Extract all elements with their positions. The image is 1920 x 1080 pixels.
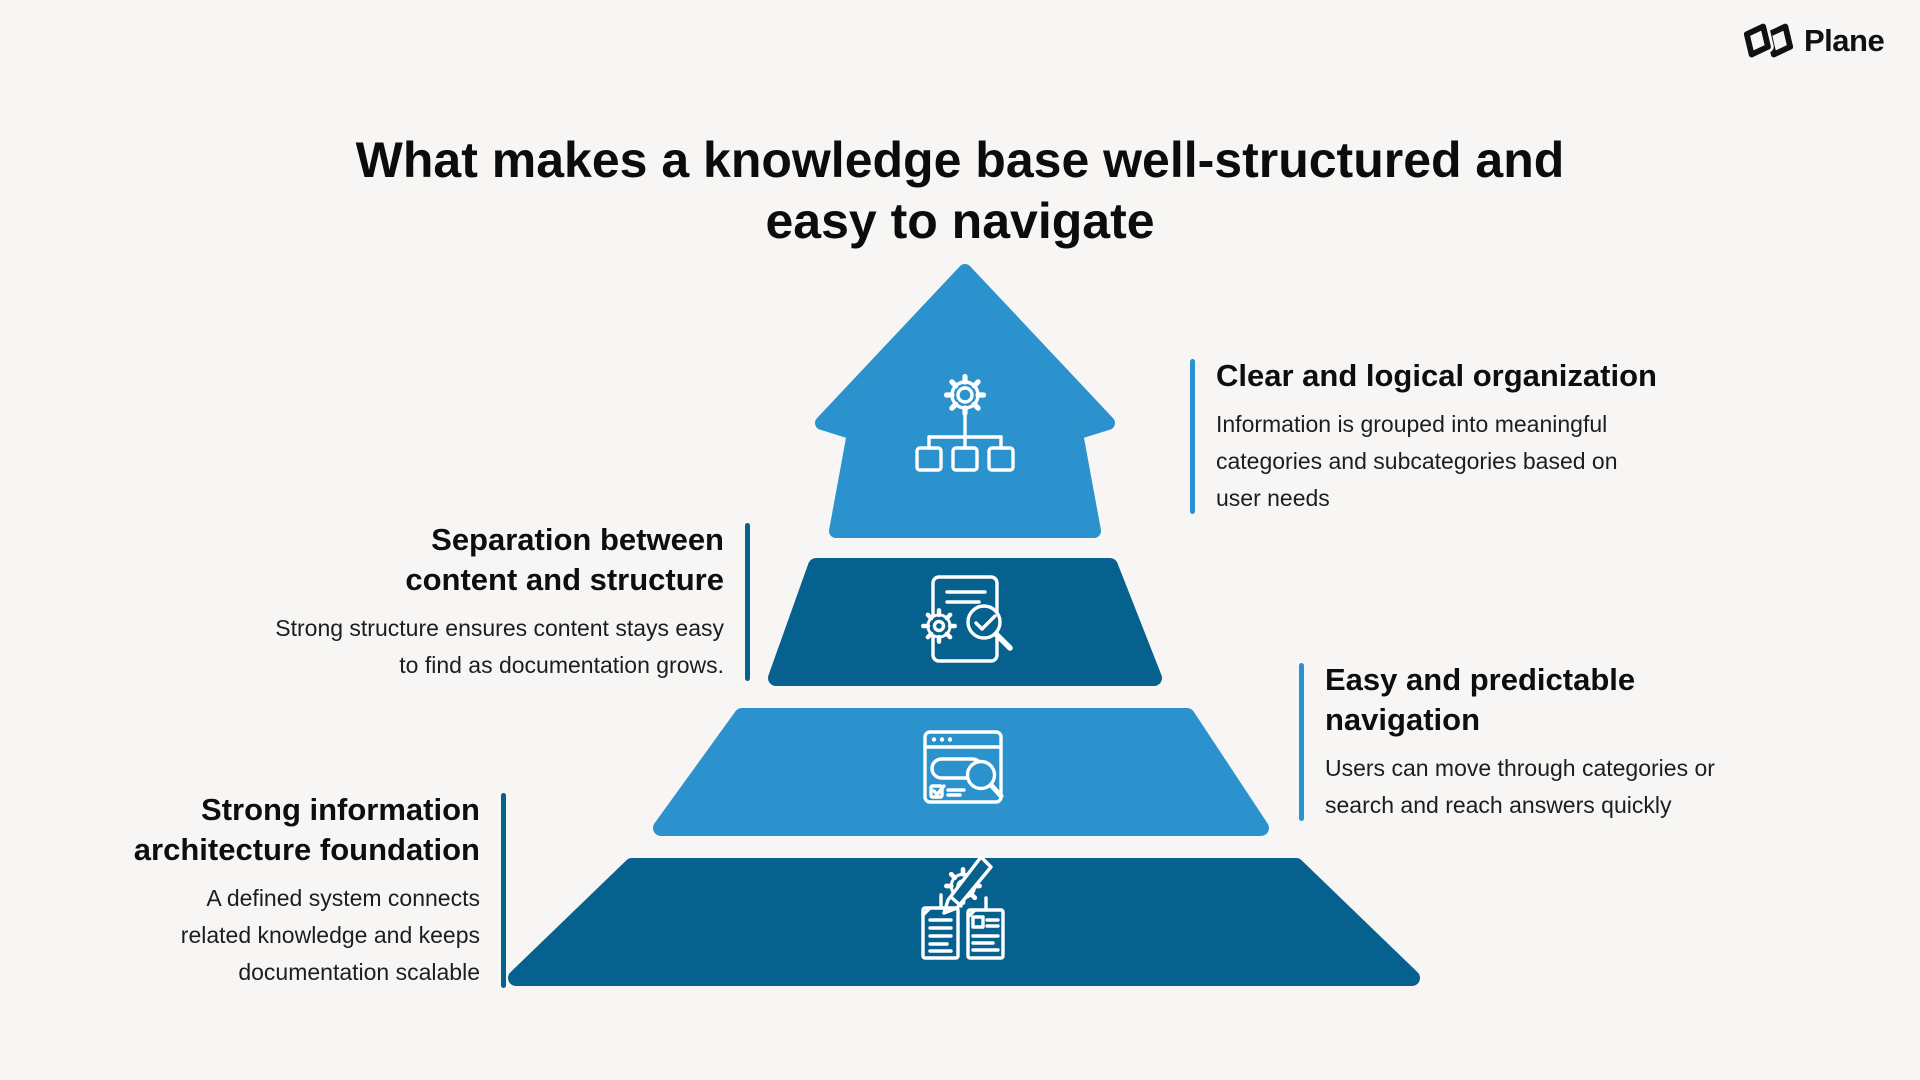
plane-logo: Plane — [1741, 22, 1885, 60]
documents-gear-pencil-icon — [921, 855, 1005, 960]
callout-easy-predictable-navigation: Easy and predictable navigation Users ca… — [1299, 660, 1765, 824]
accent-bar — [501, 793, 506, 988]
callout-heading: Clear and logical organization — [1216, 358, 1657, 393]
callout-heading: Easy and predictable navigation — [1325, 662, 1636, 737]
callout-body: A defined system connects related knowle… — [180, 885, 480, 985]
accent-bar — [1190, 359, 1195, 514]
callout-body: Users can move through categories or sea… — [1325, 755, 1715, 818]
accent-bar — [745, 523, 750, 681]
page-title: What makes a knowledge base well-structu… — [0, 130, 1920, 252]
accent-bar — [1299, 663, 1304, 821]
callout-body: Information is grouped into meaningful c… — [1216, 411, 1618, 511]
callout-separation-content-structure: Separation between content and structure… — [240, 520, 750, 684]
callout-body: Strong structure ensures content stays e… — [275, 615, 724, 678]
brand-name: Plane — [1804, 23, 1885, 58]
callout-heading: Separation between content and structure — [405, 522, 724, 597]
pyramid-diagram — [508, 264, 1420, 986]
pyramid-level-2 — [768, 558, 1162, 686]
callout-clear-logical-organization: Clear and logical organization Informati… — [1190, 356, 1776, 517]
gear-hierarchy-icon — [915, 377, 1015, 472]
pyramid-level-4 — [508, 858, 1420, 986]
callout-heading: Strong information architecture foundati… — [133, 792, 480, 867]
page-title-line-1: What makes a knowledge base well-structu… — [355, 131, 1565, 188]
browser-search-icon — [923, 730, 1004, 804]
plane-logo-icon — [1741, 22, 1794, 60]
pyramid-level-3 — [653, 708, 1269, 836]
page-title-line-2: easy to navigate — [765, 192, 1155, 249]
callout-strong-ia-foundation: Strong information architecture foundati… — [30, 790, 506, 991]
document-gear-search-icon — [923, 575, 1013, 663]
